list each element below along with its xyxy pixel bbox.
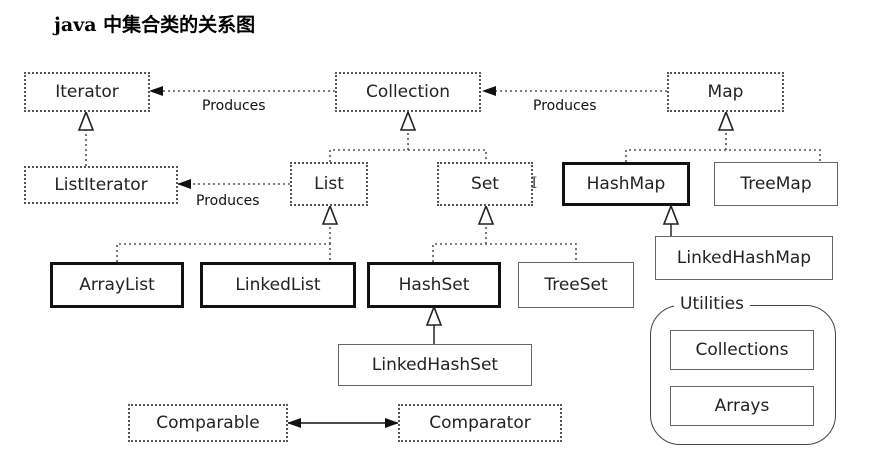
node-iterator: Iterator bbox=[24, 72, 150, 112]
node-arraylist: ArrayList bbox=[50, 262, 184, 308]
node-map: Map bbox=[667, 72, 784, 112]
node-treemap: TreeMap bbox=[714, 162, 838, 206]
utilities-group-label: Utilities bbox=[674, 294, 750, 314]
node-set: Set bbox=[437, 162, 533, 206]
node-linkedhashmap: LinkedHashMap bbox=[655, 236, 833, 280]
edge-label-produces-iterator: Produces bbox=[202, 98, 266, 114]
node-hashset: HashSet bbox=[367, 262, 501, 308]
node-hashmap: HashMap bbox=[562, 162, 690, 206]
inherit-triangle-set bbox=[477, 203, 495, 225]
inherit-triangle-iterator bbox=[77, 109, 95, 131]
inherit-triangle-list bbox=[321, 203, 339, 225]
node-list-iterator: ListIterator bbox=[24, 166, 178, 204]
inherit-triangle-hashmap bbox=[662, 203, 680, 225]
edge-label-produces-map: Produces bbox=[533, 98, 597, 114]
diagram-title: java 中集合类的关系图 bbox=[54, 14, 256, 36]
node-collection: Collection bbox=[335, 72, 481, 112]
text-cursor-glyph: I bbox=[531, 173, 538, 192]
node-comparable: Comparable bbox=[128, 404, 288, 442]
edge-label-produces-listiterator: Produces bbox=[196, 193, 260, 209]
node-collections: Collections bbox=[670, 330, 814, 370]
node-comparator: Comparator bbox=[398, 404, 562, 442]
node-linkedhashset: LinkedHashSet bbox=[338, 344, 532, 386]
inherit-triangle-collection bbox=[399, 109, 417, 131]
inherit-triangle-map bbox=[717, 109, 735, 131]
node-list: List bbox=[290, 162, 368, 206]
node-treeset: TreeSet bbox=[518, 262, 634, 308]
node-arrays: Arrays bbox=[670, 386, 814, 426]
inherit-triangle-hashset bbox=[425, 304, 443, 326]
node-linkedlist: LinkedList bbox=[200, 262, 356, 308]
